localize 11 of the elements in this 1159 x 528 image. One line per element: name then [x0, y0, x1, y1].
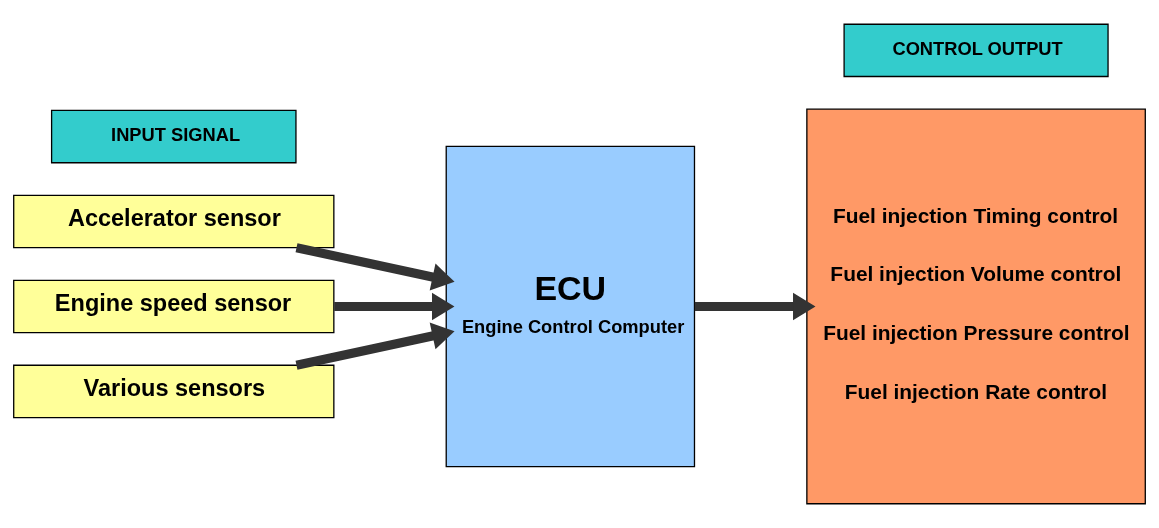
arrow [694, 292, 816, 321]
node-box: Various sensors [13, 364, 335, 419]
arrow [295, 322, 455, 370]
arrow [334, 292, 455, 321]
node-box: Fuel injection Timing control Fuel injection Volume control Fuel injection Pressure control Fuel injection Rate control [806, 108, 1146, 505]
node-box: Accelerator sensor [13, 194, 335, 249]
node-box: Engine speed sensor [13, 279, 335, 334]
node-box: ECU Engine Control Computer [445, 145, 696, 468]
node-box: CONTROL OUTPUT [843, 23, 1109, 78]
arrow [295, 243, 455, 291]
node-box: INPUT SIGNAL [50, 109, 297, 164]
